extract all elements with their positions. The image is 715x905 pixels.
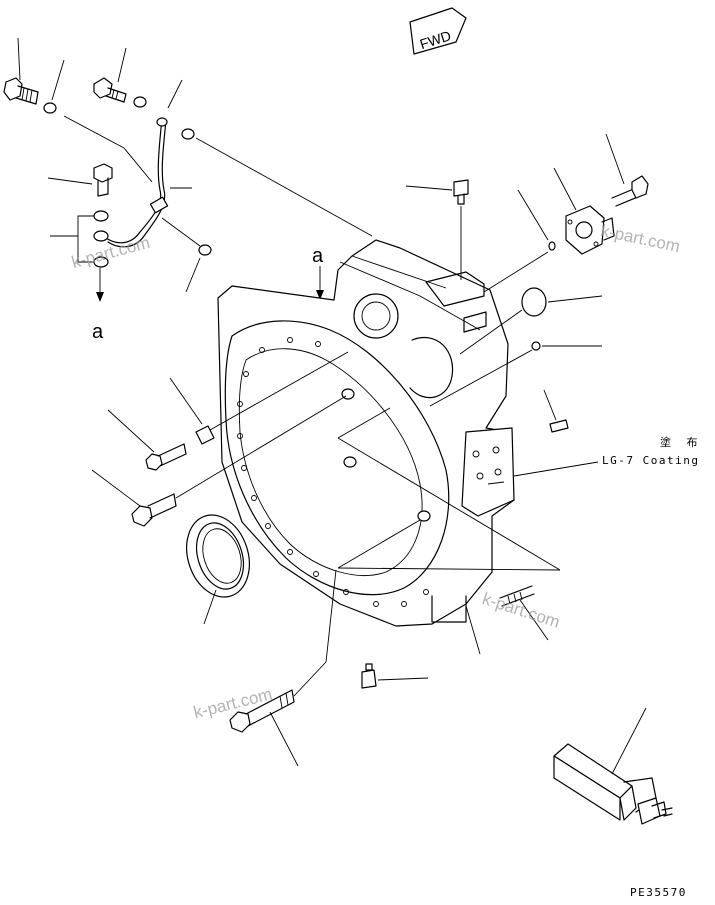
washer-left-top bbox=[93, 210, 109, 222]
bolt-short bbox=[145, 443, 187, 471]
cover-plate bbox=[565, 205, 615, 255]
stud-bolt bbox=[499, 585, 535, 607]
ref-label-left: a bbox=[92, 321, 104, 343]
ref-label-top: a bbox=[312, 245, 324, 267]
fwd-arrow: FWD bbox=[409, 7, 467, 55]
washer-top-middle bbox=[133, 96, 147, 108]
bolt-long bbox=[131, 493, 177, 527]
flywheel-housing bbox=[217, 239, 515, 627]
bolt-top-middle bbox=[93, 77, 127, 103]
watermark: k-part.com bbox=[599, 221, 681, 256]
coating-cjk: 塗 布 bbox=[660, 435, 704, 449]
oil-seal bbox=[186, 514, 250, 598]
watermark: k-part.com bbox=[70, 233, 152, 272]
washer-pipe-upper bbox=[181, 128, 195, 140]
breather bbox=[361, 663, 377, 689]
oil-pipe bbox=[105, 117, 169, 248]
collar bbox=[195, 425, 215, 445]
o-ring-large bbox=[521, 287, 547, 317]
washer-left-middle bbox=[93, 230, 109, 242]
washer-pipe-lower bbox=[198, 244, 212, 256]
dowel-pin bbox=[549, 419, 569, 433]
washer-top-left bbox=[43, 102, 57, 114]
drawing-number: PE35570 bbox=[630, 886, 687, 899]
bolt-cover bbox=[611, 175, 649, 207]
o-ring-small bbox=[548, 241, 556, 251]
bolt-top-left bbox=[3, 77, 39, 105]
plug-top bbox=[453, 179, 469, 205]
bolt-left-vertical bbox=[93, 163, 113, 197]
coating-text: LG-7 Coating bbox=[602, 454, 699, 467]
tool-sensor bbox=[553, 743, 673, 825]
o-ring-mid bbox=[531, 341, 541, 351]
